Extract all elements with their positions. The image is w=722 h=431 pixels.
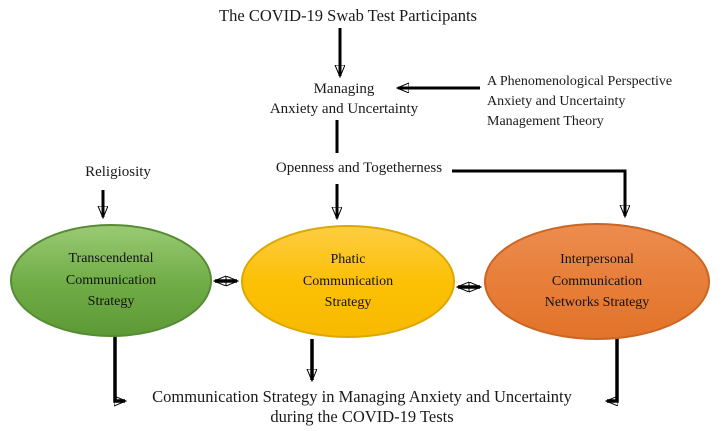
node-managing-line1: Managing — [313, 81, 375, 97]
node-religiosity: Religiosity — [85, 164, 151, 180]
ellipse-phatic-line1: Phatic — [330, 252, 366, 268]
ellipse-transcendental-line3: Strategy — [87, 294, 135, 310]
ellipse-transcendental-strategy: Transcendental Communication Strategy — [10, 224, 212, 337]
arrow-green-to-outcome — [113, 336, 125, 401]
node-outcome-line1: Communication Strategy in Managing Anxie… — [152, 387, 572, 406]
ellipse-phatic-strategy: Phatic Communication Strategy — [241, 225, 455, 338]
node-theory-line1: A Phenomenological Perspective — [487, 74, 673, 89]
node-outcome: Communication Strategy in Managing Anxie… — [152, 387, 572, 427]
node-outcome-line2: during the COVID-19 Tests — [270, 407, 454, 426]
arrow-openness-to-orange-ellipse — [452, 169, 625, 216]
node-managing: Managing Anxiety and Uncertainty — [270, 79, 418, 119]
ellipse-phatic-line2: Communication — [302, 273, 394, 289]
arrow-orange-to-outcome — [607, 336, 619, 401]
title-participants: The COVID-19 Swab Test Participants — [219, 6, 477, 25]
node-theory: A Phenomenological Perspective Anxiety a… — [487, 72, 672, 132]
ellipse-interpersonal-line1: Interpersonal — [560, 252, 634, 268]
ellipse-interpersonal-line3: Networks Strategy — [544, 295, 650, 311]
ellipse-interpersonal-line2: Communication — [551, 273, 643, 289]
node-theory-line2: Anxiety and Uncertainty — [487, 94, 626, 109]
ellipse-phatic-line3: Strategy — [324, 295, 372, 311]
ellipse-interpersonal-strategy: Interpersonal Communication Networks Str… — [484, 223, 710, 340]
ellipse-transcendental-line1: Transcendental — [68, 251, 154, 267]
node-openness: Openness and Togetherness — [275, 160, 443, 176]
node-managing-line2: Anxiety and Uncertainty — [269, 101, 419, 117]
ellipse-transcendental-line2: Communication — [65, 272, 157, 288]
node-theory-line3: Management Theory — [487, 114, 604, 129]
